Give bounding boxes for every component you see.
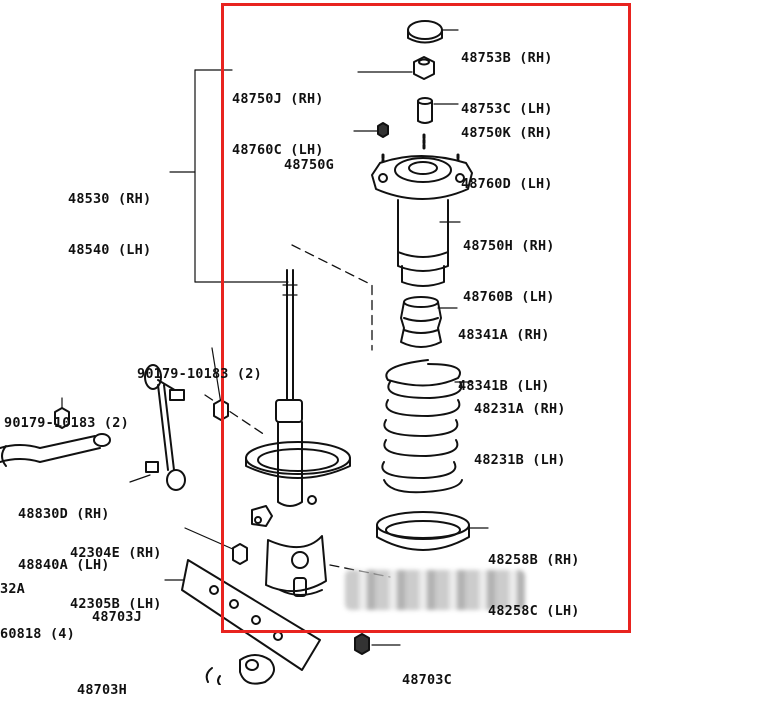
label-line: 48530 (RH) [68, 191, 152, 207]
label-top-nut: 48750J (RH) 48760C (LH) [232, 57, 324, 176]
label-line: 48231B (LH) [474, 452, 566, 468]
label-line: 60818 (4) [0, 626, 75, 642]
label-partial-left: 32A [0, 547, 25, 615]
label-bracket: 42304E (RH) 42305B (LH) [70, 511, 162, 630]
strut-mount [371, 155, 473, 287]
stabilizer-bar [0, 433, 111, 467]
highlight-box [221, 3, 631, 633]
top-nut [413, 56, 435, 80]
label-line: 48341B (LH) [458, 378, 550, 394]
label-line: 48753B (RH) [461, 50, 553, 66]
redacted-area [345, 570, 525, 610]
label-bump-stop: 48341A (RH) 48341B (LH) [458, 293, 550, 412]
bump-stop [400, 296, 442, 348]
label-line: 48840A (LH) [18, 557, 110, 573]
label-line: 48703C [402, 672, 452, 688]
label-line: 42305B (LH) [70, 596, 162, 612]
stabilizer-link [144, 364, 186, 491]
label-coil-spring: 48231A (RH) 48231B (LH) [474, 367, 566, 486]
label-line: 48258B (RH) [488, 552, 580, 568]
small-nut [377, 122, 389, 138]
label-strut-mount: 48750H (RH) 48760B (LH) [463, 204, 555, 323]
label-line: 48540 (LH) [68, 242, 152, 258]
label-line: 90179-10183 (2) [4, 415, 129, 431]
dust-cap [407, 20, 443, 44]
label-bolt-upper: 90179-10183 (2) [137, 332, 262, 400]
label-dust-cap: 48753B (RH) 48753C (LH) [461, 16, 553, 135]
label-line: 48231A (RH) [474, 401, 566, 417]
parts-diagram: 48753B (RH) 48753C (LH) 48750J (RH) 4876… [0, 3, 631, 698]
label-small-nut: 48750G [284, 123, 334, 191]
label-line: 42304E (RH) [70, 545, 162, 561]
label-line: 48760D (LH) [461, 176, 553, 192]
bushing [417, 97, 433, 124]
label-line: 48703J [92, 609, 142, 625]
label-partial-bottom: 60818 (4) [0, 592, 75, 660]
label-line: 48830D (RH) [18, 506, 110, 522]
label-line: 48750J (RH) [232, 91, 324, 107]
label-arm-j: 48703J [92, 575, 142, 643]
label-line: 48341A (RH) [458, 327, 550, 343]
label-line: 48760B (LH) [463, 289, 555, 305]
label-strut: 48530 (RH) 48540 (LH) [68, 157, 151, 276]
label-stabilizer-link: 48830D (RH) 48840A (LH) [18, 472, 110, 591]
label-line: 48750H (RH) [463, 238, 555, 254]
label-arm-h: 48703H [77, 648, 127, 716]
label-line: 90179-10183 (2) [137, 366, 262, 382]
label-line: 48753C (LH) [461, 101, 553, 117]
label-line: 48750G [284, 157, 334, 173]
label-line: 48258C (LH) [488, 603, 580, 619]
label-arm-c: 48703C [402, 638, 452, 706]
strut-assembly [245, 269, 351, 597]
coil-spring [381, 359, 463, 494]
bolts [54, 399, 370, 655]
spring-seat [376, 511, 470, 551]
label-line: 48760C (LH) [232, 142, 324, 158]
label-line: 32A [0, 581, 25, 597]
label-bolt-left: 90179-10183 (2) [4, 381, 129, 449]
lower-arm [181, 559, 321, 685]
label-bushing: 48750K (RH) 48760D (LH) [461, 91, 553, 210]
label-line: 48750K (RH) [461, 125, 553, 141]
label-spring-seat: 48258B (RH) 48258C (LH) [488, 518, 580, 637]
